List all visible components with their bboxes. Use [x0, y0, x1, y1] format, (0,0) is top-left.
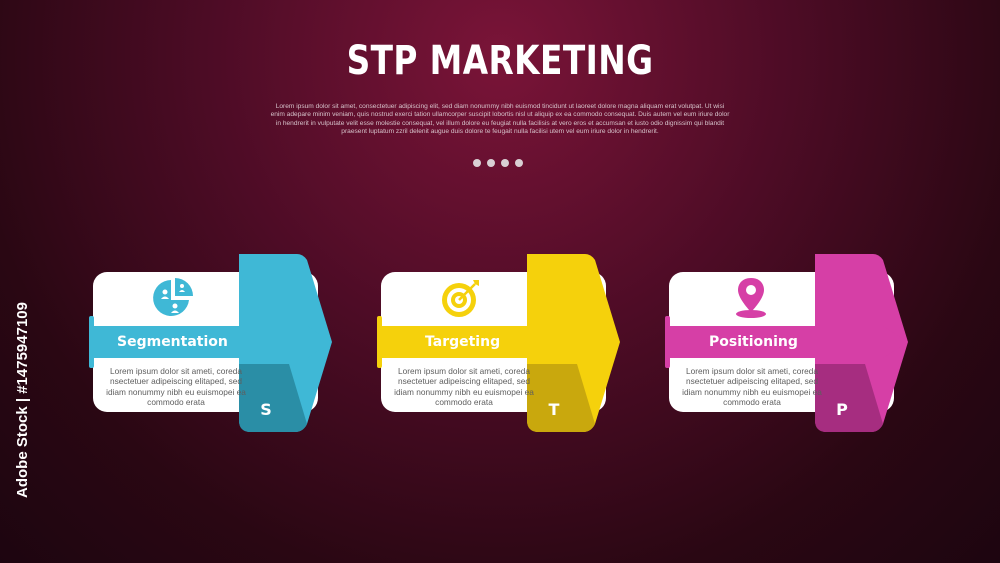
page-title: STP MARKETING: [346, 38, 654, 84]
dot: [515, 159, 523, 167]
card-letter: P: [836, 400, 848, 419]
card-title: Positioning: [709, 334, 798, 350]
card-letter: T: [548, 400, 560, 419]
dot: [487, 159, 495, 167]
card-letter: S: [260, 400, 272, 419]
dot: [473, 159, 481, 167]
card-description: Lorem ipsum dolor sit ameti, coreda nsec…: [394, 366, 534, 408]
dot: [501, 159, 509, 167]
card-description: Lorem ipsum dolor sit ameti, coreda nsec…: [682, 366, 822, 408]
watermark-text: Adobe Stock | #1475947109: [14, 302, 31, 498]
card-description: Lorem ipsum dolor sit ameti, coreda nsec…: [106, 366, 246, 408]
card-positioning: Positioning Lorem ipsum dolor sit ameti,…: [665, 254, 910, 434]
target-icon: [439, 276, 483, 320]
location-pin-icon: [731, 276, 775, 320]
card-title: Segmentation: [117, 334, 228, 350]
pie-chart-users-icon: [151, 276, 195, 320]
arrow-shape: [89, 254, 332, 432]
page-subtitle: Lorem ipsum dolor sit amet, consectetuer…: [270, 103, 730, 136]
card-segmentation: Segmentation Lorem ipsum dolor sit ameti…: [89, 254, 334, 434]
arrow-shape: [377, 254, 620, 432]
card-title: Targeting: [425, 334, 501, 350]
pagination-dots: [473, 159, 523, 167]
arrow-shape: [665, 254, 908, 432]
card-targeting: Targeting Lorem ipsum dolor sit ameti, c…: [377, 254, 622, 434]
